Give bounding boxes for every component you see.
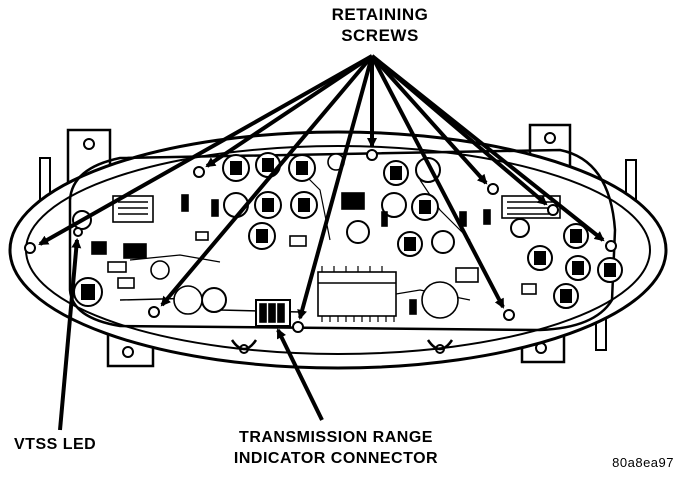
retaining-screws-label: RETAINING SCREWS bbox=[300, 4, 460, 46]
vtss-led-label: VTSS LED bbox=[14, 436, 97, 453]
retaining-screws bbox=[24, 149, 617, 333]
transmission-range-label-line2: INDICATOR CONNECTOR bbox=[233, 450, 439, 467]
retaining-screws-label-line1: RETAINING bbox=[331, 5, 429, 24]
board-components bbox=[91, 153, 561, 327]
transmission-range-label: TRANSMISSION RANGE INDICATOR CONNECTOR bbox=[196, 427, 476, 469]
cluster-housing bbox=[8, 123, 668, 370]
lamp-sockets bbox=[72, 152, 623, 313]
retaining-screws-label-line2: SCREWS bbox=[341, 26, 419, 45]
figure-code: 80a8ea97 bbox=[612, 455, 674, 470]
leader-arrows bbox=[38, 54, 605, 431]
transmission-range-label-line1: TRANSMISSION RANGE bbox=[239, 429, 433, 446]
